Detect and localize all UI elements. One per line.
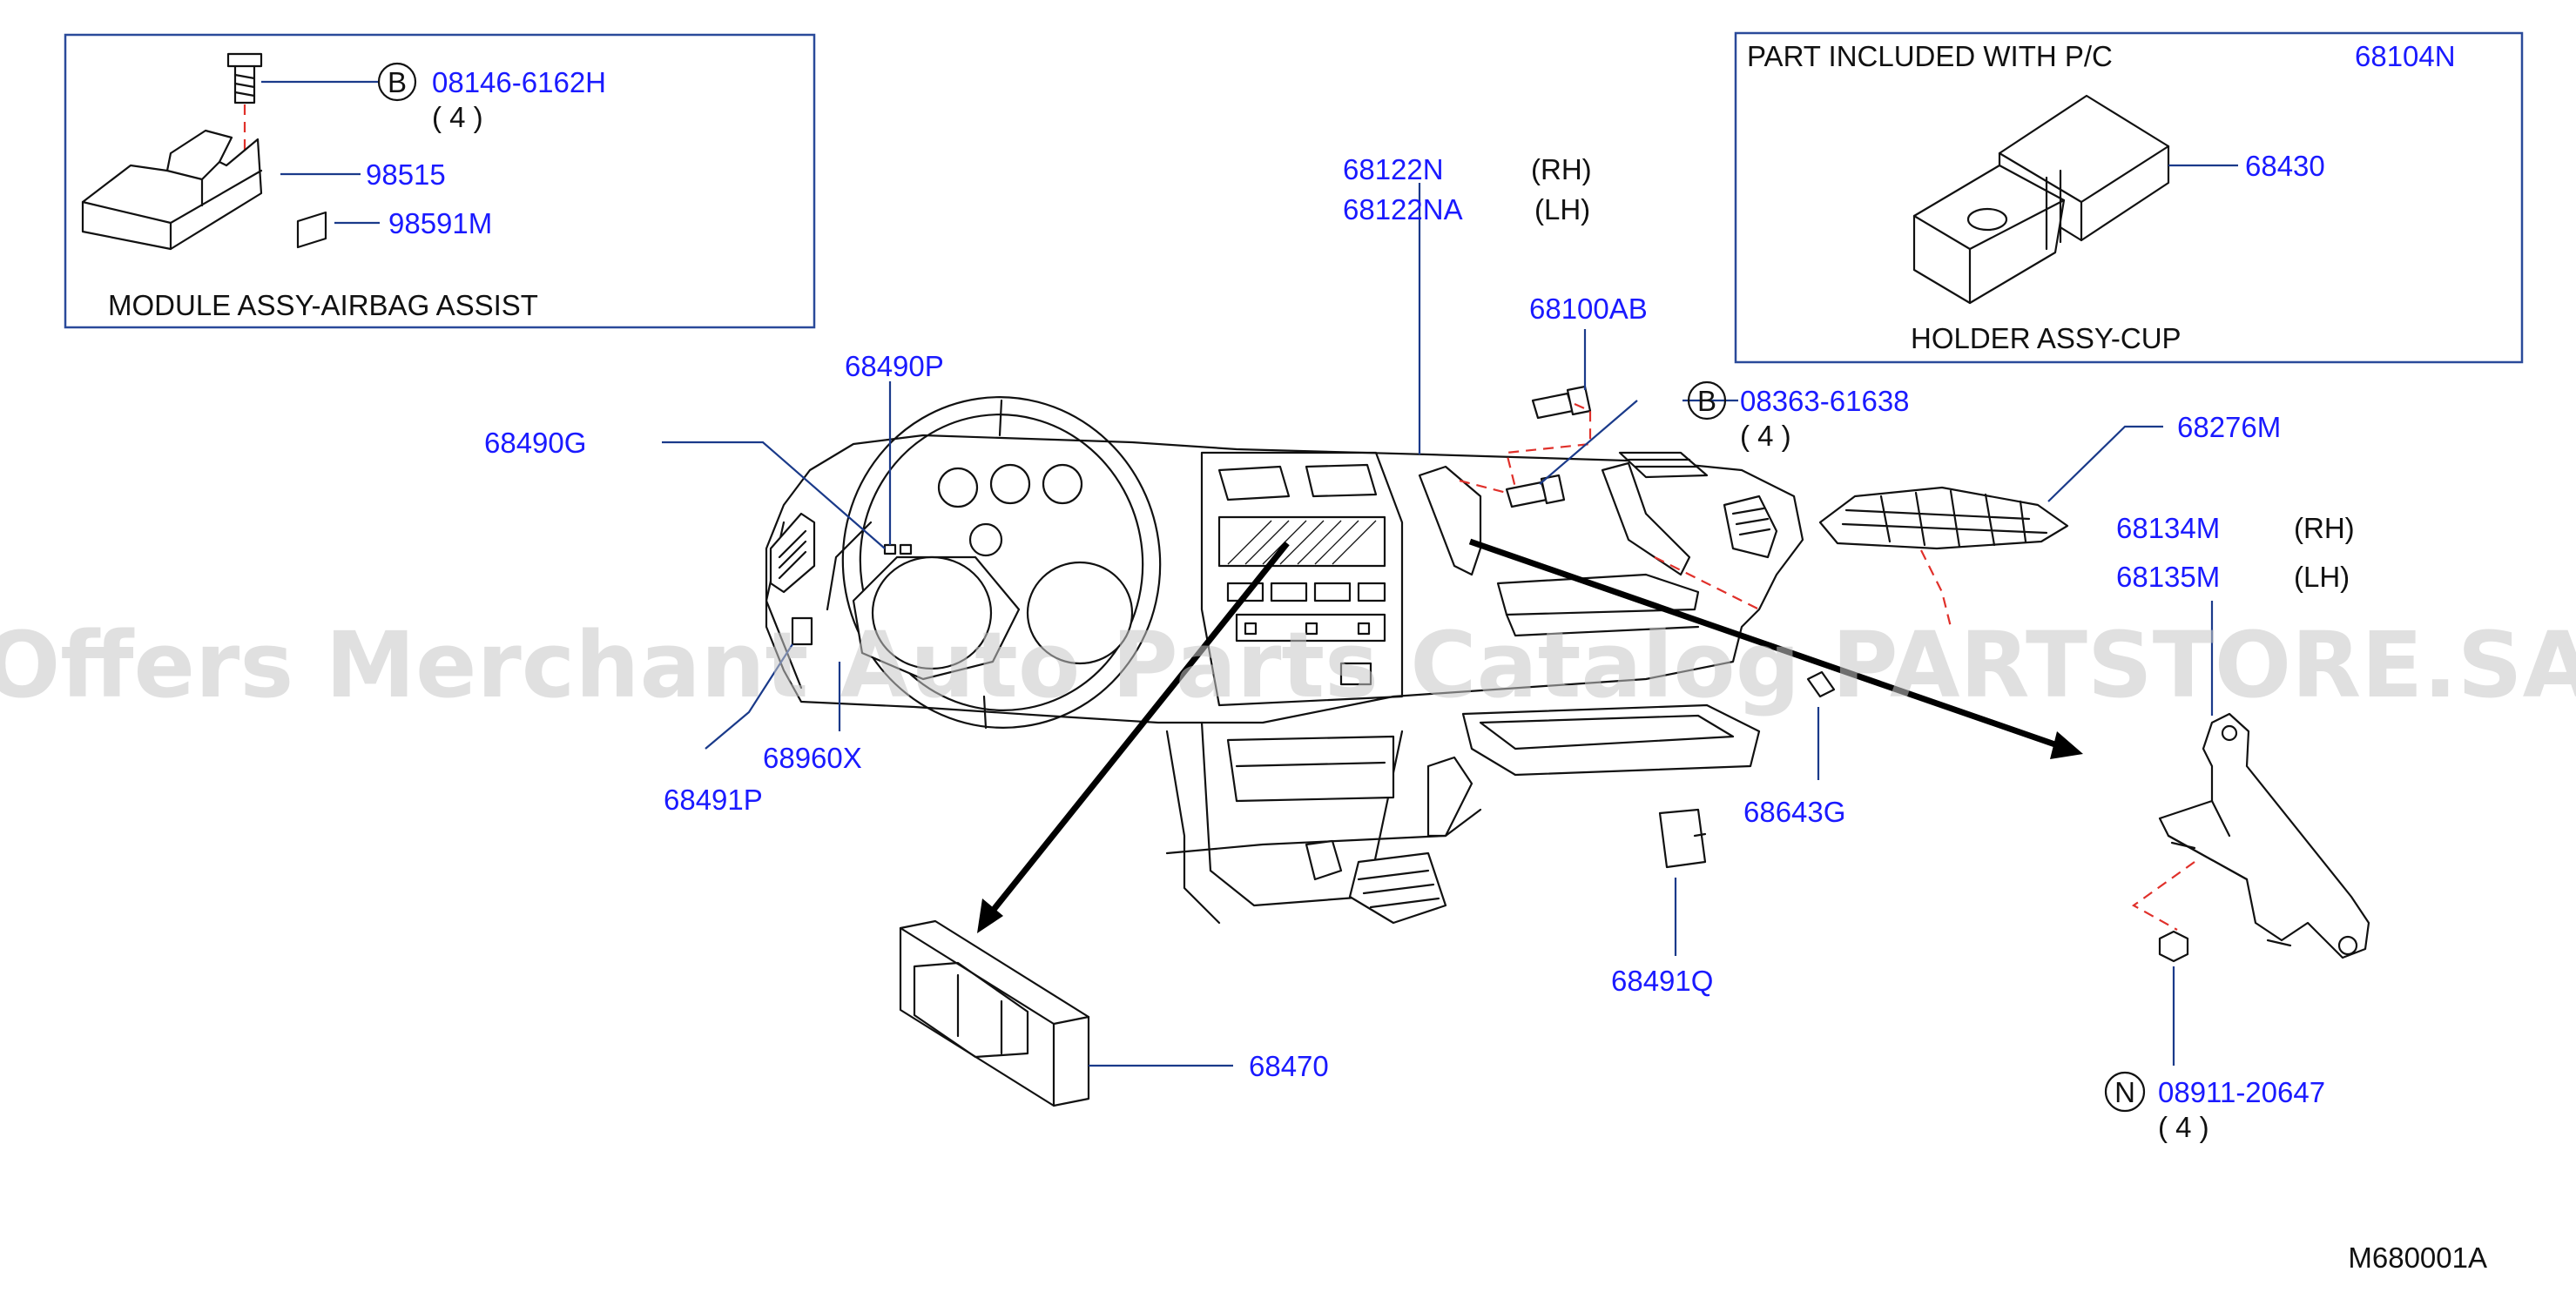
- label-68100ab: 68100AB: [1529, 293, 1648, 325]
- watermark-text: Offers Merchant Auto Parts Catalog PARTS…: [0, 612, 2576, 718]
- steering-hub-right: [1026, 561, 1134, 665]
- leader-lines: [662, 183, 2214, 1067]
- bolt-08363-icon: [1505, 474, 1566, 508]
- label-rh-2: (RH): [2294, 512, 2355, 544]
- clip-68643g-icon: [1806, 670, 1836, 698]
- right-vent-side: [1723, 495, 1778, 559]
- n-symbol: N: [2114, 1076, 2135, 1108]
- dashboard-drawing: [765, 385, 2370, 1107]
- glove-box: [1461, 703, 1761, 777]
- label-68491q: 68491Q: [1611, 965, 1713, 997]
- label-68122na: 68122NA: [1343, 193, 1463, 225]
- steering-wheel: [841, 396, 1162, 730]
- cup-grille-68276m: [1818, 486, 2069, 550]
- steering-hub-pad: [871, 555, 993, 670]
- qty-08363: ( 4 ): [1740, 420, 1791, 452]
- label-lh-2: (LH): [2294, 561, 2350, 593]
- label-08363-61638: 08363-61638: [1740, 385, 1910, 417]
- shift-knob: [1426, 756, 1473, 838]
- label-68490p: 68490P: [845, 350, 944, 382]
- label-rh-1: (RH): [1531, 153, 1592, 185]
- left-switch: [791, 616, 813, 646]
- cup-holder-icon: [1912, 94, 2170, 305]
- label-68276m: 68276M: [2177, 411, 2281, 443]
- insert-68470: [899, 919, 1090, 1107]
- label-part-number: 98591M: [388, 207, 492, 239]
- label-68122n: 68122N: [1343, 153, 1444, 185]
- nut-icon: [2158, 930, 2189, 963]
- label-68490g: 68490G: [484, 427, 586, 459]
- n-symbol-circle: [2104, 1071, 2146, 1113]
- airbag-inset: B 08146-6162H ( 4 ) 98515 98591M MODULE …: [64, 33, 816, 329]
- center-stack: [1200, 451, 1404, 707]
- callouts: 68122N (RH) 68122NA (LH) 68100AB B 08363…: [484, 153, 2355, 1143]
- label-68470: 68470: [1249, 1050, 1329, 1082]
- cup-inset-header-part: 68104N: [2355, 40, 2456, 72]
- cup-holder-inset: PART INCLUDED WITH P/C 68104N 68430 HOLD…: [1734, 31, 2524, 364]
- cup-holder-inset-frame: [1734, 31, 2524, 364]
- drawing-code: M680001A: [2348, 1242, 2487, 1274]
- bolt-quantity: ( 4 ): [432, 101, 483, 133]
- shift-boot: [1348, 851, 1447, 925]
- label-68643g: 68643G: [1743, 796, 1845, 828]
- label-68135m: 68135M: [2116, 561, 2220, 593]
- label-68134m: 68134M: [2116, 512, 2220, 544]
- bolt-68100ab-icon: [1531, 385, 1592, 420]
- bolt-icon: [226, 52, 263, 104]
- label-lh-1: (LH): [1534, 193, 1590, 225]
- bolt-part-number: 08146-6162H: [432, 66, 606, 98]
- b-symbol-2: B: [1697, 385, 1716, 417]
- module-part-number: 98515: [366, 158, 446, 191]
- left-vent: [769, 512, 816, 594]
- label-08911-20647: 08911-20647: [2158, 1076, 2325, 1108]
- label-sticker: [296, 211, 327, 249]
- cup-inset-header: PART INCLUDED WITH P/C: [1747, 40, 2113, 72]
- airbag-module-block: [81, 129, 263, 251]
- direction-arrows: [977, 538, 2083, 933]
- cup-inset-title: HOLDER ASSY-CUP: [1911, 322, 2182, 354]
- bolt-symbol: B: [388, 66, 407, 98]
- b-symbol-circle-2: [1687, 380, 1727, 421]
- airbag-inset-title: MODULE ASSY-AIRBAG ASSIST: [108, 289, 538, 321]
- airbag-inset-frame: [64, 33, 816, 329]
- lower-console: [1165, 721, 1482, 925]
- cup-insert-part-number: 68430: [2245, 150, 2325, 182]
- qty-08911: ( 4 ): [2158, 1111, 2209, 1143]
- bolt-symbol-circle: [377, 62, 417, 102]
- side-bracket: [2158, 712, 2370, 959]
- clip-68491q-icon: [1658, 808, 1707, 869]
- label-68491p: 68491P: [664, 784, 763, 816]
- label-68960x: 68960X: [763, 742, 862, 774]
